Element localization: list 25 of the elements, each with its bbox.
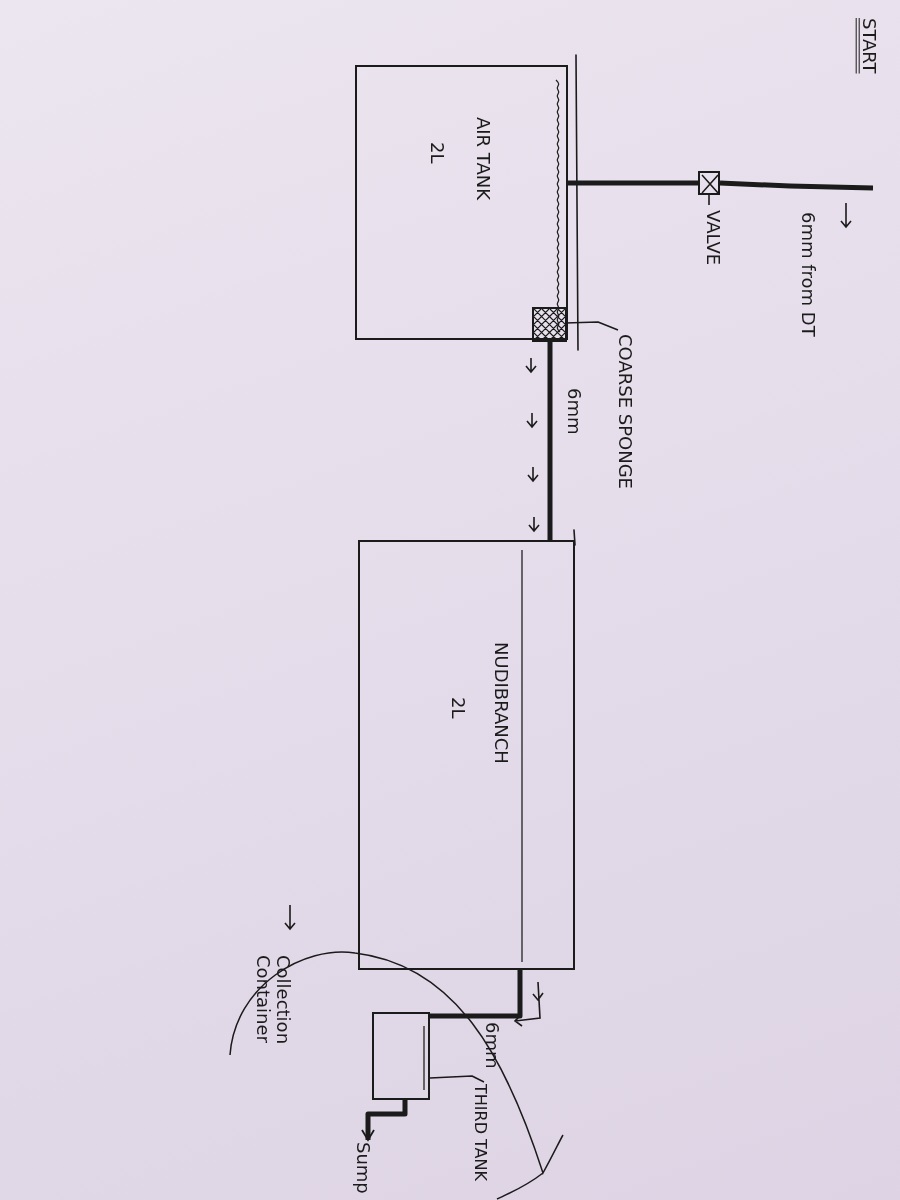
part-label: COARSE SPONGE: [614, 334, 635, 489]
leader-line: [429, 1075, 485, 1083]
outlet-label: Sump: [352, 1142, 373, 1194]
tank-box: [355, 65, 568, 340]
volume-label: 2L: [426, 142, 447, 164]
pipe: [568, 180, 698, 186]
tank-label: NUDIBRANCH: [490, 642, 511, 764]
leader-line: [708, 194, 710, 206]
sponge-block: [532, 307, 567, 342]
measure-label: 6mm: [481, 1022, 502, 1069]
pipe: [361, 1100, 408, 1141]
tank-label: AIR TANK: [472, 117, 493, 201]
inlet-label: 6mm from DT: [797, 212, 818, 337]
tank-name-label: THIRD TANK: [471, 1084, 490, 1181]
pipe: [547, 340, 553, 540]
pipe: [430, 970, 523, 1019]
pipe: [719, 180, 874, 191]
tank-box: [358, 540, 575, 970]
heading: START: [858, 18, 879, 74]
valve-symbol: [698, 171, 720, 195]
part-label: VALVE: [702, 210, 723, 266]
container-label: Collection Container: [252, 955, 294, 1047]
volume-label: 2L: [447, 697, 468, 719]
tank-box: [372, 1012, 430, 1100]
measure-label: 6mm: [563, 388, 584, 435]
